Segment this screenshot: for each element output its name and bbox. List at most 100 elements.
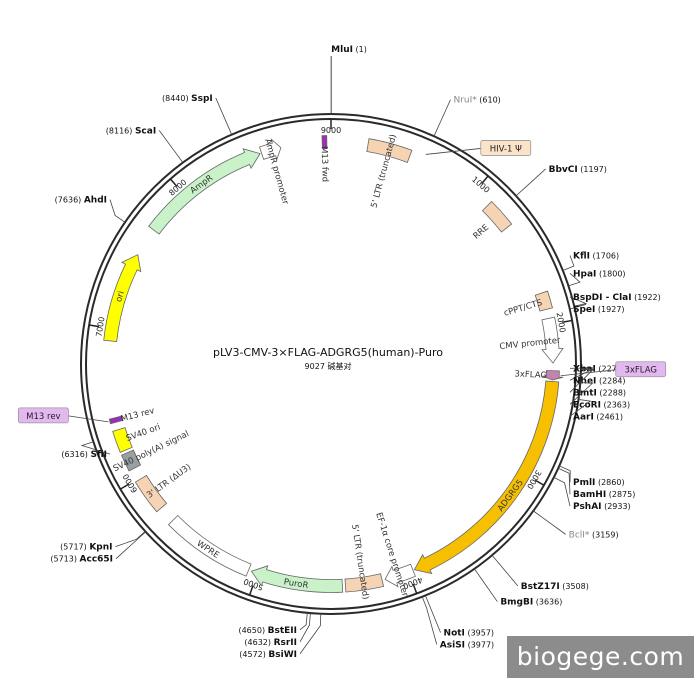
restriction-sites: MluI (1)NruI* (610)BbvCI (1197)KflI (170… (50, 45, 660, 660)
site-noti: NotI (3957) (444, 629, 495, 639)
site-position: (1927) (595, 305, 624, 314)
site-leader (425, 595, 441, 633)
site-leader (421, 596, 438, 645)
site-watermark: biogege.com (507, 636, 694, 678)
tick-mark (119, 483, 130, 490)
site-position: (3977) (465, 641, 494, 650)
feature-tags: HIV-1 Ψ 3xFLAG M13 rev (17, 140, 667, 424)
site-bsteii: (4650) BstEII (238, 626, 297, 636)
plasmid-title: pLV3-CMV-3×FLAG-ADGRG5(human)-Puro (213, 346, 443, 359)
site-leader (474, 568, 498, 602)
feature-label: SV40 ori (125, 422, 162, 444)
site-leader (559, 465, 571, 483)
site-name: NruI* (453, 96, 477, 106)
tick-label: 7000 (94, 316, 106, 338)
site-position: (1) (353, 45, 367, 54)
site-leader (558, 467, 571, 495)
tag-box (480, 140, 532, 156)
tick-mark (248, 585, 254, 596)
site-position: (2288) (597, 388, 626, 397)
site-position: (2933) (602, 502, 631, 511)
tick-mark (481, 175, 489, 185)
tick-label: 2000 (555, 312, 567, 334)
tag-m13-rev: M13 rev (26, 412, 60, 422)
site-position: (7636) (55, 196, 84, 205)
site-position: (3508) (560, 582, 589, 591)
tick-mark (169, 178, 178, 188)
tick-mark (534, 479, 545, 486)
feature-cppt-cts (534, 290, 553, 312)
site-name: AarI (573, 412, 594, 422)
site-name: MluI (331, 45, 353, 55)
site-position: (2860) (595, 478, 624, 487)
site-name: SspI (191, 94, 213, 104)
site-kpni: (5717) KpnI (60, 543, 112, 553)
tick-mark (562, 319, 573, 323)
feature-ampr-promoter (259, 138, 282, 161)
site-aari: AarI (2461) (573, 412, 623, 422)
site-scai: (8116) ScaI (106, 126, 156, 136)
tag-hiv-1: HIV-1 Ψ (490, 144, 522, 154)
feature-5-ltr-truncated (366, 138, 413, 163)
feature-label: M13 rev (120, 406, 156, 424)
tag-box (615, 361, 667, 378)
feature-label: RRE (472, 223, 491, 242)
site-hpai: HpaI (1800) (573, 269, 626, 279)
plasmid-length: 9027 碱基对 (305, 361, 352, 371)
site-position: (2461) (594, 412, 623, 421)
feature-wpre (167, 514, 252, 577)
site-name: KflI (573, 252, 590, 262)
site-position: (1922) (632, 293, 661, 302)
site-name: NheI (573, 376, 596, 386)
site-position: (8440) (162, 94, 191, 103)
feature-3-ltr-u3 (134, 474, 168, 513)
site-position: (3159) (589, 530, 618, 539)
site-bamhi: BamHI (2875) (573, 490, 635, 500)
feature-puror (250, 565, 344, 593)
site-name: BmtI (573, 388, 597, 398)
site-name: BspDI - ClaI (573, 293, 632, 303)
site-bspdi-clai: BspDI - ClaI (1922) (573, 293, 661, 303)
site-name: BstEII (268, 626, 297, 636)
feature-label: PuroR (283, 577, 309, 591)
tag-3xflag: 3xFLAG (624, 366, 657, 376)
site-leader (569, 296, 588, 307)
site-pmli: PmlI (2860) (573, 478, 625, 488)
site-leader (568, 273, 581, 287)
tick-label: 9000 (321, 126, 341, 135)
feature-3xflag (542, 370, 564, 381)
tag-box (17, 407, 69, 424)
site-mlui: MluI (1) (331, 45, 367, 55)
site-position: (610) (477, 96, 501, 105)
site-ahdi: (7636) AhdI (55, 196, 107, 206)
site-position: (2284) (596, 376, 625, 385)
site-name: BsiWI (268, 650, 297, 660)
site-position: (8116) (106, 126, 135, 135)
site-position: (4650) (238, 626, 267, 635)
site-name: EcoRI (573, 400, 601, 410)
site-leader (80, 441, 111, 455)
feature-m13-rev (108, 415, 124, 425)
site-rsrii: (4632) RsrII (244, 638, 297, 648)
feature-sv40-ori (112, 427, 133, 453)
site-leader (569, 399, 592, 417)
site-position: (1197) (578, 165, 607, 174)
site-spei: SpeI (1927) (573, 305, 625, 315)
feature-label: 3' LTR (ΔU3) (145, 462, 193, 500)
site-position: (1706) (590, 252, 619, 261)
site-kfli: KflI (1706) (573, 252, 619, 262)
site-leader (569, 367, 593, 369)
site-ecori: EcoRI (2363) (573, 400, 630, 410)
site-position: (2363) (601, 400, 630, 409)
site-leader (569, 382, 594, 405)
site-name: BamHI (573, 490, 606, 500)
site-position: (3957) (465, 629, 494, 638)
site-leader (115, 531, 146, 559)
site-leader (215, 97, 233, 135)
site-asisi: AsiSI (3977) (440, 641, 494, 651)
site-name: BmgBI (500, 598, 533, 608)
site-position: (3636) (533, 598, 562, 607)
site-bmti: BmtI (2288) (573, 388, 626, 398)
tag-leader (425, 148, 481, 155)
site-position: (4572) (239, 650, 268, 659)
